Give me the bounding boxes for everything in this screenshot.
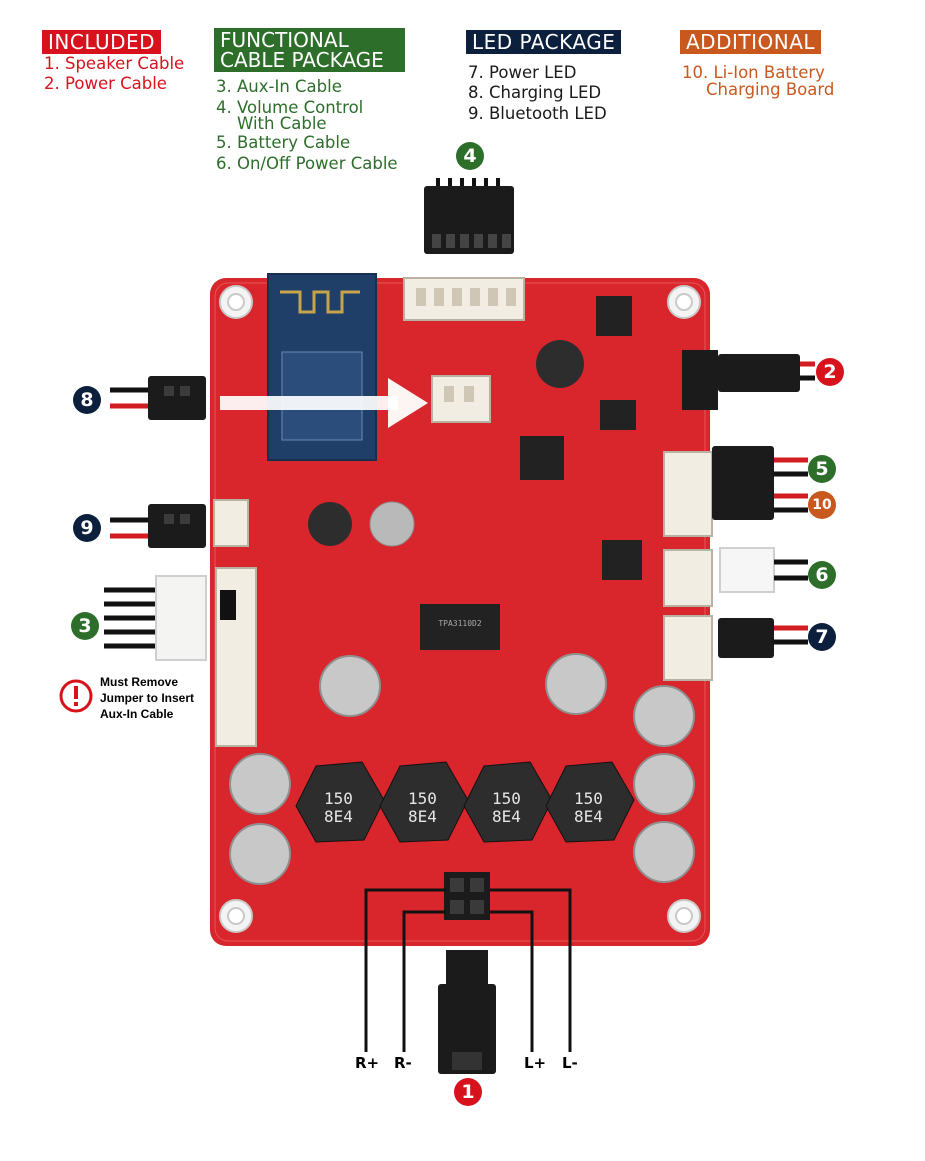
warning-line-2: Jumper to Insert [100, 691, 195, 705]
exclamation-circle-icon [59, 679, 93, 713]
svg-text:8E4: 8E4 [492, 807, 521, 826]
chip-label: TPA3110D2 [438, 619, 482, 628]
battery-plug [663, 446, 808, 537]
power-led-plug [663, 615, 808, 681]
badge-3: 3 [71, 612, 99, 640]
svg-text:8E4: 8E4 [574, 807, 603, 826]
bluetooth-led-plug [110, 499, 249, 548]
charging-led-plug [110, 376, 206, 420]
included-title: INCLUDED [42, 30, 162, 54]
led-item-8: 8. Charging LED [468, 83, 602, 102]
functional-item-3: 3. Aux-In Cable [216, 77, 342, 96]
pin-label-r-plus: R+ [355, 1054, 380, 1072]
functional-title-line1: FUNCTIONAL [220, 28, 349, 52]
badge-8: 8 [73, 386, 101, 414]
functional-item-6: 6. On/Off Power Cable [216, 154, 398, 173]
onoff-plug [663, 547, 808, 607]
inductors [295, 761, 635, 843]
svg-text:150: 150 [492, 789, 521, 808]
charging-led-header [431, 375, 491, 423]
pin-label-l-minus: L- [562, 1054, 578, 1072]
led-title: LED PACKAGE [466, 30, 622, 54]
badge-4: 4 [456, 142, 484, 170]
volume-control-plug [424, 178, 514, 254]
volume-header [403, 277, 525, 321]
mounting-holes [219, 285, 701, 933]
power-plug [682, 350, 815, 410]
led-item-7: 7. Power LED [468, 63, 577, 82]
badge-6: 6 [808, 561, 836, 589]
badge-10: 10 [808, 491, 836, 519]
svg-text:8E4: 8E4 [324, 807, 353, 826]
small-caps [308, 340, 584, 547]
badge-5: 5 [808, 455, 836, 483]
badge-7: 7 [808, 623, 836, 651]
additional-item-10-cont: Charging Board [706, 80, 835, 99]
badge-1: 1 [454, 1078, 482, 1106]
badge-9: 9 [73, 514, 101, 542]
svg-text:150: 150 [574, 789, 603, 808]
included-item-1: 1. Speaker Cable [44, 54, 185, 73]
svg-text:8E4: 8E4 [408, 807, 437, 826]
warning-line-3: Aux-In Cable [100, 707, 174, 721]
functional-item-4-cont: With Cable [237, 114, 327, 133]
pin-label-r-minus: R- [394, 1054, 412, 1072]
amplifier-chip: TPA3110D2 [420, 604, 500, 650]
functional-item-4: 4. Volume Control [216, 98, 364, 117]
included-item-2: 2. Power Cable [44, 74, 167, 93]
board-ics [520, 296, 642, 580]
pin-label-l-plus: L+ [524, 1054, 547, 1072]
functional-item-5: 5. Battery Cable [216, 133, 351, 152]
warning-line-1: Must Remove [100, 675, 179, 689]
svg-text:150: 150 [324, 789, 353, 808]
speaker-plug [438, 950, 496, 1074]
bluetooth-module [267, 273, 377, 461]
functional-title-line2: CABLE PACKAGE [220, 48, 384, 72]
charging-led-arrow [220, 378, 428, 428]
functional-title: FUNCTIONAL CABLE PACKAGE [214, 28, 405, 72]
aux-in-plug [104, 567, 257, 747]
led-item-9: 9. Bluetooth LED [468, 104, 607, 123]
speaker-header [444, 872, 490, 920]
svg-text:150: 150 [408, 789, 437, 808]
speaker-leader-lines [364, 888, 572, 1052]
large-capacitors [229, 653, 695, 885]
additional-item-10: 10. Li-Ion Battery [682, 63, 825, 82]
additional-title: ADDITIONAL [680, 30, 822, 54]
badge-2: 2 [816, 358, 844, 386]
